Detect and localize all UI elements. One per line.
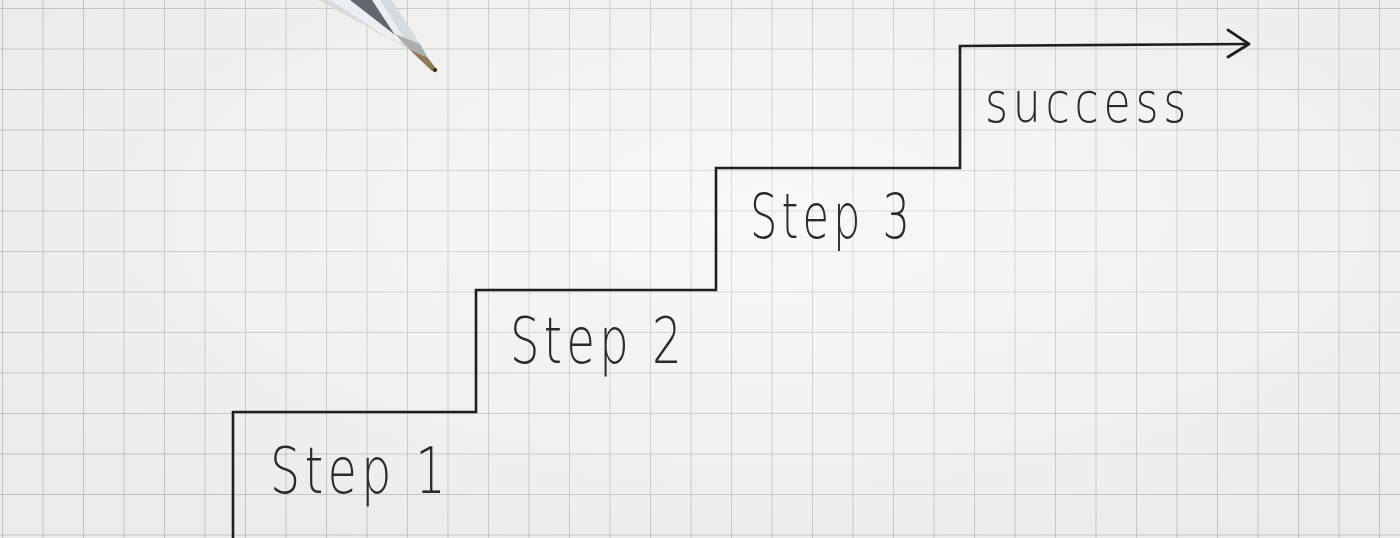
success-label: success [985, 71, 1191, 136]
arrow-right-icon [1226, 28, 1251, 59]
ballpoint-pen-icon [318, 0, 438, 73]
step-3-label: Step 3 [750, 180, 914, 253]
step-1-label: Step 1 [270, 435, 450, 509]
staircase-line [231, 42, 1250, 538]
step-2-label: Step 2 [510, 305, 686, 379]
